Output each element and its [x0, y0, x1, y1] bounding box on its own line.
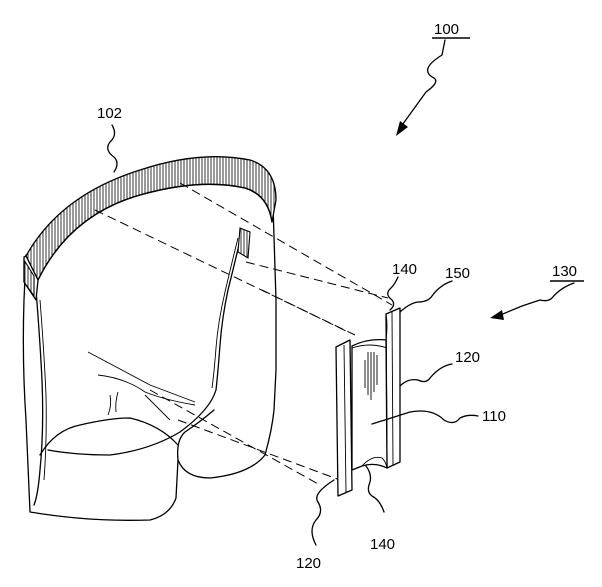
inner-fold-2	[97, 374, 196, 406]
label-130: 130	[552, 263, 577, 280]
pad-central-body	[351, 338, 388, 471]
label-110: 110	[482, 408, 506, 425]
leader-120-right	[399, 363, 453, 387]
front-seam-inner	[39, 299, 47, 481]
projection-line-3	[245, 261, 389, 299]
pad-left-strip-edge	[343, 344, 347, 493]
projection-line-4	[261, 289, 349, 333]
leader-140-bottom	[365, 465, 385, 513]
label-150: 150	[445, 265, 470, 282]
pad-opening-edge-inner	[211, 237, 239, 389]
pad-bottom-slit	[361, 456, 388, 469]
waistband	[23, 156, 277, 301]
inner-fold-1	[87, 351, 196, 403]
pad-top-notch	[385, 313, 388, 341]
arrowhead-100	[396, 121, 408, 136]
label-120-right: 120	[455, 349, 480, 366]
pad-body-top-curve	[351, 344, 388, 349]
leader-150	[399, 280, 453, 313]
leader-102	[107, 124, 118, 173]
leader-130	[497, 282, 575, 317]
waistband-right-end	[237, 227, 251, 259]
leader-140-top	[387, 276, 399, 311]
pad-left-strip	[335, 339, 353, 497]
label-100: 100	[434, 21, 459, 38]
label-120-bottom: 120	[296, 555, 321, 572]
waistband-inner-rim	[37, 183, 273, 281]
shorts-body-outline	[22, 204, 277, 521]
waistband-left-end-rib	[23, 258, 35, 298]
label-140-bottom: 140	[370, 536, 395, 553]
pad-unit	[335, 307, 401, 497]
label-140-top: 140	[392, 261, 417, 278]
leader-120-bottom	[311, 479, 335, 546]
projection-line-6	[149, 389, 321, 486]
projection-line-1	[179, 182, 393, 306]
pad-right-edge	[391, 311, 394, 466]
left-leg-seam	[39, 417, 179, 456]
inner-fold-5	[144, 394, 171, 421]
label-102: 102	[97, 105, 122, 122]
projection-line-2	[94, 209, 356, 336]
inner-fold-4	[115, 391, 119, 413]
arrowhead-130	[490, 310, 504, 320]
shorts-garment	[22, 204, 277, 521]
reference-labels: 100 102 130 140 150 120 110 120 140	[97, 21, 584, 572]
inner-fold-3	[107, 394, 112, 416]
waistband-band	[25, 156, 277, 282]
projection-lines	[94, 182, 393, 486]
leader-lines	[107, 39, 575, 546]
front-seam	[33, 289, 44, 506]
right-leg-opening	[177, 409, 215, 461]
leader-100	[399, 39, 446, 129]
projection-line-5	[177, 419, 341, 481]
pad-opening-edge	[47, 231, 243, 456]
leader-110	[371, 410, 479, 425]
